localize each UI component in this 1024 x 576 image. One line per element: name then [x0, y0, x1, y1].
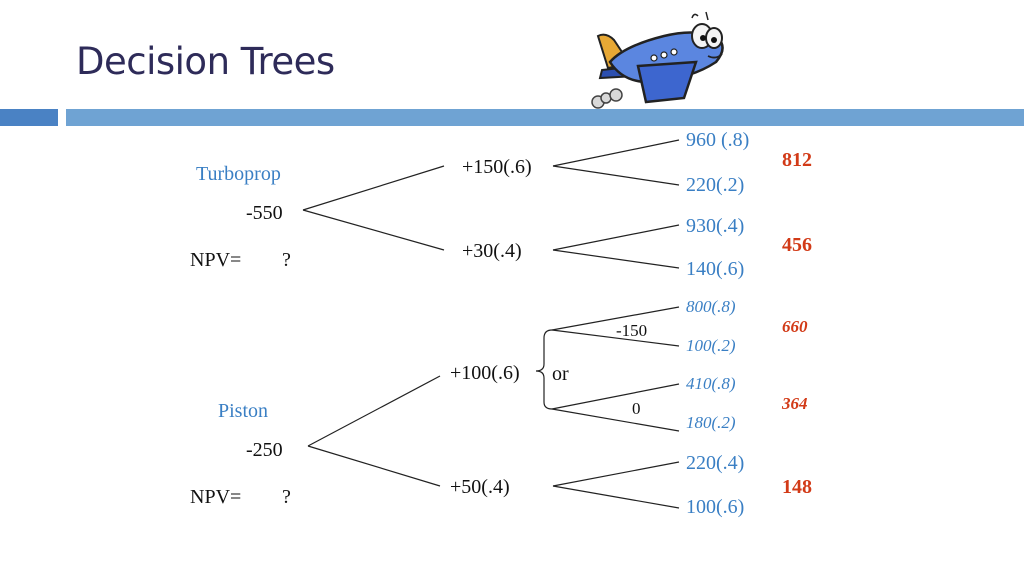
- turboprop-npv-value: ?: [282, 249, 291, 271]
- piston-outcome: 410(.8): [686, 374, 736, 393]
- piston-option-label: -150: [616, 321, 648, 340]
- piston-outcome: 100(.6): [686, 496, 745, 518]
- piston-npv-value: ?: [282, 486, 291, 508]
- piston-outcome: 220(.4): [686, 452, 745, 474]
- piston-npv-label: NPV=: [190, 486, 242, 508]
- piston-branch-high-label: +100(.6): [450, 362, 520, 384]
- piston-option-label: 0: [632, 399, 641, 418]
- piston-name: Piston: [218, 400, 269, 422]
- header-bar: [66, 109, 1024, 126]
- turboprop-outcome: 220(.2): [686, 174, 745, 196]
- turboprop-result: 812: [782, 149, 812, 171]
- turboprop-npv-label: NPV=: [190, 249, 242, 271]
- airplane-cartoon-icon: [591, 11, 724, 109]
- turboprop-outcome: 140(.6): [686, 258, 745, 280]
- piston-outcome: 100(.2): [686, 336, 736, 355]
- slide-title: Decision Trees: [76, 40, 335, 83]
- piston-outcome: 180(.2): [686, 413, 736, 432]
- piston-result: 148: [782, 476, 812, 498]
- turboprop-name: Turboprop: [196, 163, 281, 185]
- turboprop-cost: -550: [246, 202, 283, 224]
- header-bar-accent: [0, 109, 58, 126]
- turboprop-branch-low-label: +30(.4): [462, 240, 522, 262]
- piston-result: 364: [782, 394, 808, 413]
- piston-outcome: 800(.8): [686, 297, 736, 316]
- turboprop-outcome: 960 (.8): [686, 129, 750, 151]
- piston-or-label: or: [552, 363, 569, 385]
- turboprop-branch-high-label: +150(.6): [462, 156, 532, 178]
- turboprop-result: 456: [782, 234, 812, 256]
- piston-branch-low-label: +50(.4): [450, 476, 510, 498]
- piston-result: 660: [782, 317, 808, 336]
- piston-cost: -250: [246, 439, 283, 461]
- turboprop-outcome: 930(.4): [686, 215, 745, 237]
